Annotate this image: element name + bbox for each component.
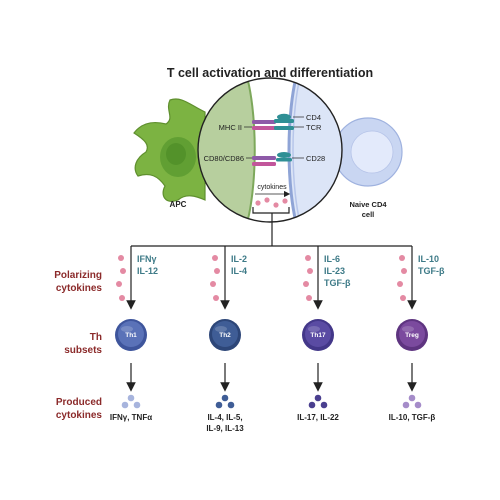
- polarizing-cytokine-dots: [397, 255, 407, 301]
- polarizing-cytokine-dots: [116, 255, 126, 301]
- polarizing-cytokine-dots: [303, 255, 313, 301]
- th-subset-label: Th2: [219, 332, 231, 339]
- row-label-subsets-2: subsets: [64, 345, 102, 356]
- th-cell-th1: [115, 319, 147, 351]
- polarizing-cytokine-label: IL-6: [324, 254, 340, 264]
- costim-cd28-complex: [252, 152, 292, 166]
- mhc-tcr-complex: [252, 113, 294, 130]
- polarizing-cytokine-label: IL-12: [137, 266, 158, 276]
- naive-label-line2: cell: [362, 210, 375, 219]
- polarizing-cytokine-label: IFNγ: [137, 254, 157, 264]
- polarizing-cytokine-label: IL-23: [324, 266, 345, 276]
- th-subset-label: Th1: [125, 332, 137, 339]
- cd28-label: CD28: [306, 154, 325, 163]
- polarizing-cytokine-label: TGF-β: [324, 278, 351, 288]
- produced-cytokine-label: IL-10, TGF-β: [389, 413, 436, 422]
- produced-cytokine-dots: [308, 394, 328, 409]
- produced-cytokine-label: IL-17, IL-22: [297, 413, 339, 422]
- produced-cytokine-dots: [215, 394, 235, 409]
- tcr-label: TCR: [306, 123, 322, 132]
- naive-label-line1: Naive CD4: [349, 200, 387, 209]
- th-cell-treg: [396, 319, 428, 351]
- polarizing-cytokine-dots: [210, 255, 220, 301]
- branch-connector: [131, 207, 412, 247]
- produced-cytokine-label: IL-9, IL-13: [206, 424, 244, 433]
- synapse-cytokines-label: cytokines: [257, 184, 287, 191]
- polarizing-cytokine-label: IL-2: [231, 254, 247, 264]
- synapse-cytokine-dots: [255, 197, 288, 208]
- produced-cytokine-label: IL-4, IL-5,: [207, 413, 242, 422]
- produced-cytokine-dots: [402, 394, 422, 409]
- naive-cd4-cell: [333, 117, 403, 187]
- produced-cytokine-label: IFNγ, TNFα: [110, 413, 152, 422]
- naive-nucleus: [350, 130, 394, 174]
- row-label-subsets-1: Th: [90, 332, 102, 343]
- mhc-label: MHC II: [219, 123, 242, 132]
- costim-label: CD80/CD86: [204, 154, 244, 163]
- polarizing-cytokine-label: IL-4: [231, 266, 247, 276]
- row-label-polarizing-2: cytokines: [56, 283, 103, 294]
- polarizing-cytokine-label: IL-10: [418, 254, 439, 264]
- synapse-zoom: [197, 77, 343, 223]
- th-cell-th2: [209, 319, 241, 351]
- apc-label: APC: [170, 200, 187, 209]
- row-label-produced-2: cytokines: [56, 410, 103, 421]
- th-subset-label: Treg: [405, 332, 419, 339]
- polarizing-cytokine-label: TGF-β: [418, 266, 445, 276]
- apc-cell: [133, 98, 206, 202]
- row-label-polarizing-1: Polarizing: [54, 270, 102, 281]
- diagram-title: T cell activation and differentiation: [167, 66, 373, 80]
- cd4-label: CD4: [306, 113, 321, 122]
- row-label-produced-1: Produced: [56, 397, 102, 408]
- th-cell-th17: [302, 319, 334, 351]
- produced-cytokine-dots: [121, 394, 141, 409]
- th-subset-label: Th17: [310, 332, 326, 339]
